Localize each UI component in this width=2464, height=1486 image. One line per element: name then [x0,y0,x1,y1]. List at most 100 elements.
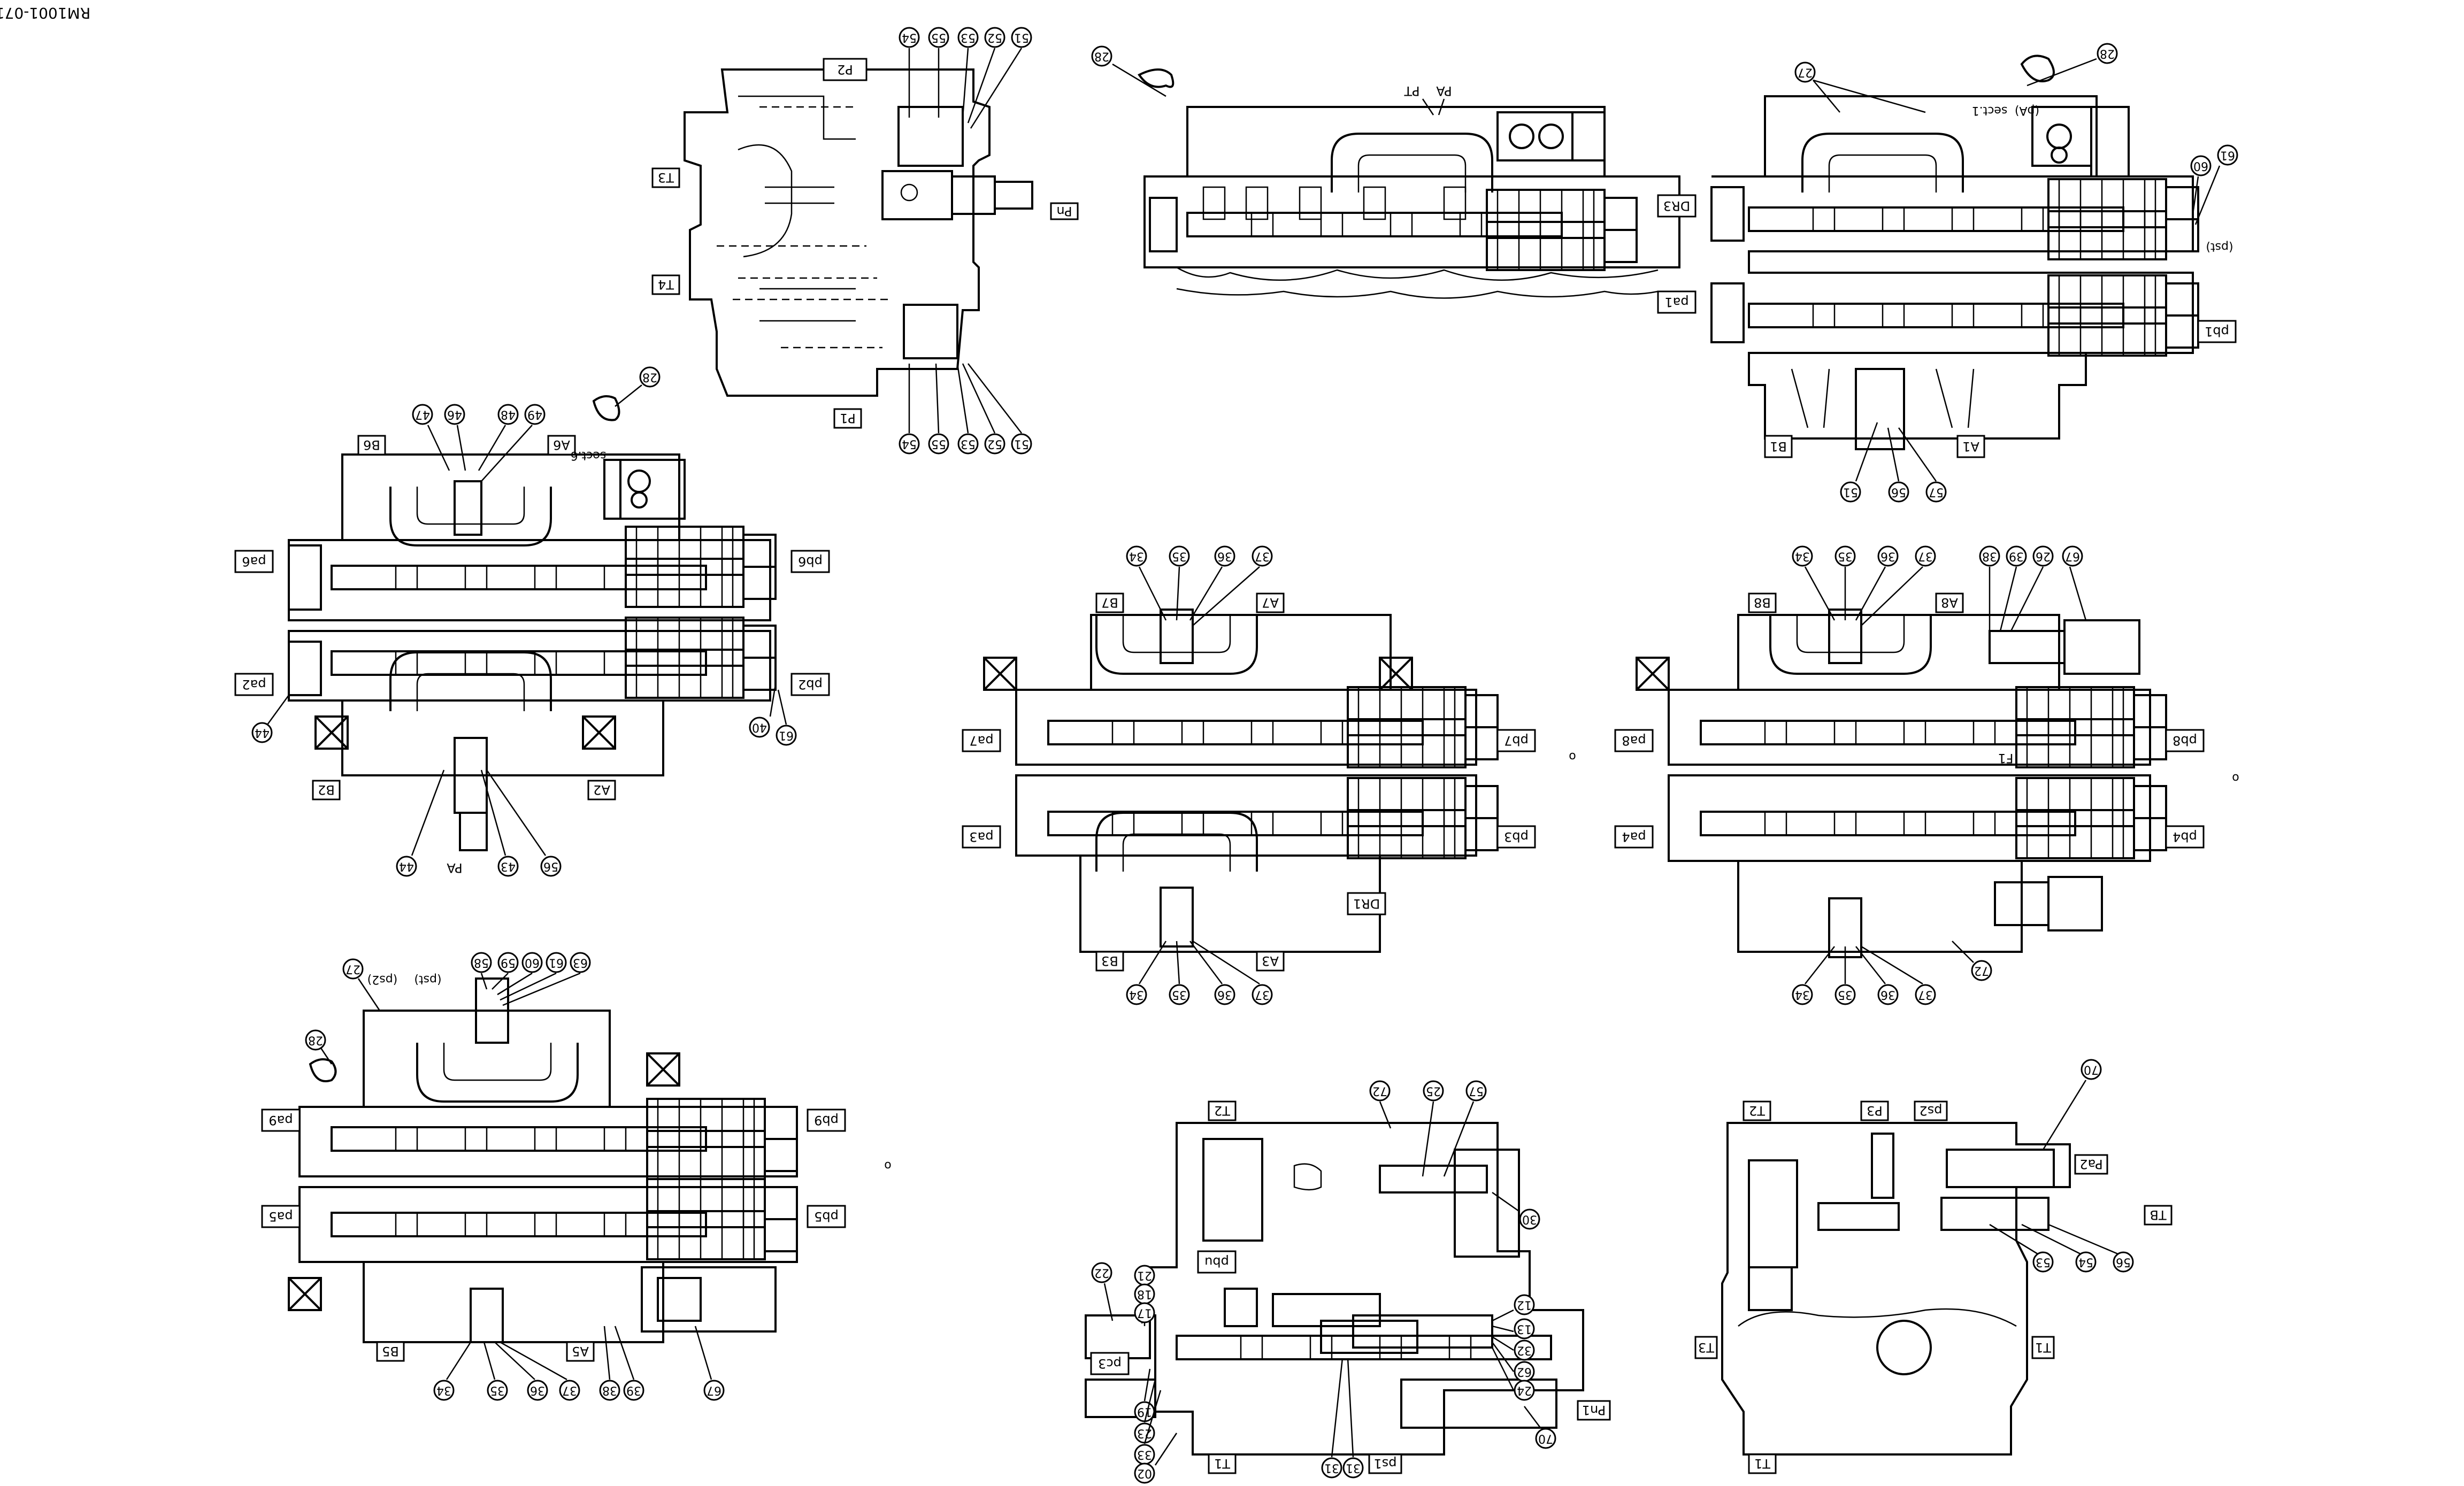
port-pn1: Pn1 [1577,1400,1611,1421]
port-pa1: pa1 [1657,290,1697,314]
callout-52-bottom: 52 [962,363,1005,455]
view-2-valve-section: PT PA 28 [1091,45,1680,299]
callout-70-v8: 70 [1524,1406,1556,1449]
callout-44-v4-left: 44 [251,695,290,743]
callout-57-v3: 57 [1898,427,1947,503]
port-t2-v9: T2 [1743,1100,1771,1121]
svg-text:36: 36 [1217,988,1232,1002]
port-pa8: pa8 [1614,729,1654,752]
svg-text:39: 39 [2009,550,2024,563]
svg-text:38: 38 [1982,550,1997,563]
callout-56-v4: 56 [486,769,562,877]
svg-text:34: 34 [1129,550,1144,563]
svg-text:56: 56 [543,860,558,873]
port-pa: PA [1436,83,1452,98]
svg-text:pb6: pb6 [798,554,823,569]
callout-27-v3: 27 [1794,61,1926,113]
callout-34-v7: 34 [433,1342,472,1401]
svg-text:28: 28 [642,371,657,384]
callout-67-v7: 67 [694,1326,725,1401]
svg-text:34: 34 [1795,550,1810,563]
svg-text:60: 60 [2193,159,2208,173]
svg-text:52: 52 [987,437,1002,451]
callout-61-v4: 61 [776,689,797,746]
port-pb7: pb7 [1496,729,1536,752]
port-a8: A8 [1935,592,1964,613]
callout-60-v3: 60 [2190,155,2212,214]
svg-text:pa7: pa7 [969,733,993,748]
callout-49-v4: 49 [481,404,546,482]
view-4-valve-section: B6 A6 pa6 pb6 pa2 pb2 B2 A2 PA sect.6 47… [234,366,830,877]
port-pn: Pn [1050,202,1079,220]
callout-54-bottom: 54 [899,364,920,455]
callout-31-v8-b: 31 [1342,1358,1364,1479]
view-5-valve-section: B7 A7 pa7 pb7 pa3 pb3 DR1 B3 A3 34 35 36… [962,545,1536,1005]
svg-text:T4: T4 [658,277,674,292]
callout-30-v8: 30 [1492,1191,1540,1230]
svg-text:51: 51 [1843,486,1858,499]
svg-text:56: 56 [1891,486,1906,499]
svg-text:pa8: pa8 [1622,733,1646,748]
port-t2-v8: T2 [1208,1100,1237,1121]
port-p3: P3 [1860,1100,1889,1121]
svg-text:36: 36 [1880,988,1895,1002]
callout-34-v5-top: 34 [1126,545,1167,621]
callout-53-bottom: 53 [956,363,979,455]
callout-24-v8: 24 [1491,1347,1535,1401]
svg-text:PA: PA [1436,83,1452,98]
callout-35-v6-top: 35 [1834,545,1856,620]
callout-72-v6: 72 [1952,941,1992,981]
callout-22-v8: 22 [1091,1262,1114,1321]
callout-63-v7: 63 [502,952,591,1006]
svg-text:A3: A3 [1262,953,1279,968]
svg-text:13: 13 [1517,1322,1532,1336]
view-6-valve-section: B8 A8 pa8 pb8 pa4 pb4 F1 34 35 36 37 38 … [1614,545,2205,1005]
port-t1-v8: T1 [1208,1453,1237,1474]
callout-53-v9: 53 [1989,1223,2054,1273]
callout-27-v7: 27 [342,958,381,1011]
callout-36-v5-top: 36 [1189,545,1235,621]
note-sect1-a: sect.1 [1972,104,2008,117]
port-tb: TB [2144,1205,2173,1226]
callout-32-v8: 32 [1492,1336,1535,1361]
svg-text:61: 61 [549,956,564,969]
port-pa5: pa5 [261,1205,301,1228]
callout-35-v5-bottom: 35 [1169,941,1190,1005]
port-pa4: pa4 [1614,825,1654,849]
callout-37-v7: 37 [500,1341,580,1401]
svg-text:Pn: Pn [1056,204,1072,219]
port-p1: P1 [833,408,862,429]
callout-56-v9: 56 [2048,1223,2134,1273]
callout-51-v3: 51 [1840,422,1878,503]
callout-37-v6-top: 37 [1861,545,1936,626]
svg-text:60: 60 [525,956,540,969]
port-ps1: ps1 [1368,1453,1402,1474]
port-pb5: pb5 [807,1205,846,1228]
svg-text:T1: T1 [1214,1456,1231,1471]
port-pa7: pa7 [962,729,1001,752]
svg-text:A2: A2 [593,782,610,797]
callout-28-v3: 28 [2027,43,2118,87]
svg-text:67: 67 [2065,550,2080,563]
svg-text:52: 52 [987,31,1002,44]
svg-text:28: 28 [308,1034,323,1047]
svg-text:A7: A7 [1262,595,1279,610]
svg-text:35: 35 [1172,550,1187,563]
view-8-cover-block: T2 pc3 pbu T1 ps1 Pn1 72 25 57 30 12 13 … [1085,1080,1611,1484]
svg-text:36: 36 [1880,550,1895,563]
svg-text:P3: P3 [1867,1103,1883,1118]
view-7-valve-section: pa9 pb9 pa5 pb5 B5 A5 (ps2) (pst) 27 28 … [261,952,846,1401]
callout-57-v8: 57 [1443,1080,1487,1177]
svg-text:37: 37 [1255,550,1270,563]
svg-text:28: 28 [1094,50,1109,63]
svg-text:40: 40 [752,721,767,734]
callout-70-v9: 70 [2042,1059,2102,1150]
callout-59-v7: 59 [492,952,519,990]
svg-text:37: 37 [562,1384,577,1397]
callout-36-v6-top: 36 [1855,545,1899,621]
marker-1: o [1569,749,1576,763]
svg-text:51: 51 [1014,31,1029,44]
view-9-cover-block: T2 P3 ps2 Pa2 TB T3 T1 T1 70 53 54 56 [1694,1059,2173,1474]
svg-text:pa1: pa1 [1664,295,1688,310]
svg-text:44: 44 [399,860,414,873]
